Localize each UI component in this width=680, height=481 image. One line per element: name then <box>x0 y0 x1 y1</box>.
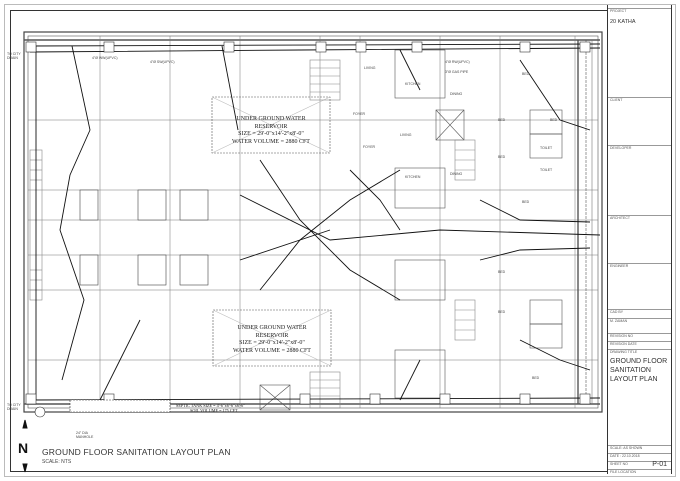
pipe-label: 3"Ø GAS PIPE <box>445 70 469 74</box>
room-label: BED <box>498 270 506 274</box>
room-label: KITCHEN <box>405 175 421 179</box>
reservoir-bottom-label: UNDER GROUND WATER RESERVOIR SIZE = 29'-… <box>213 325 331 355</box>
reservoir-size: SIZE = 29'-0"x14'-2"x8'-0" <box>239 340 305 346</box>
revision-no-label: REVISION NO <box>608 333 671 339</box>
room-label: FOYER <box>353 112 366 116</box>
north-label: N <box>18 440 29 456</box>
reservoir-volume: WATER VOLUME = 2880 CFT <box>233 347 311 354</box>
room-label: BED <box>498 310 506 314</box>
manhole-label: 24" DIA MANHOLE <box>76 431 94 439</box>
drawing-title: GROUND FLOOR SANITATION LAYOUT PLAN <box>42 447 231 457</box>
drawing-sheet <box>4 4 676 477</box>
septic-size: SEPTIC TANK SIZE = 4'-6"x6'-6"x6'-6" <box>176 403 245 408</box>
room-label: BED <box>550 118 558 122</box>
reservoir-title: UNDER GROUND WATER <box>236 116 306 122</box>
project-name: 20 KATHA <box>610 19 636 25</box>
room-label: FOYER <box>363 145 376 149</box>
room-label: BED <box>522 200 530 204</box>
revision-date-label: REVISION DATE <box>608 341 671 347</box>
room-label: BED <box>498 155 506 159</box>
sheet-number: P-01 <box>652 461 667 468</box>
reservoir-title: UNDER GROUND WATER <box>237 325 307 331</box>
drawing-title-label: DRAWING TITLE <box>608 349 671 355</box>
room-label: KITCHEN <box>405 82 421 86</box>
north-arrow-icon <box>22 419 28 473</box>
pipe-label: 4"Ø SW(UPVC) <box>150 60 175 64</box>
reservoir-volume: WATER VOLUME = 2880 CFT <box>232 138 310 145</box>
file-location-label: FILE LOCATION <box>608 469 671 475</box>
sheet-row: SHEET NO P-01 <box>608 461 671 469</box>
septic-tank-label: SEPTIC TANK SIZE = 4'-6"x6'-6"x6'-6" SOI… <box>176 403 245 413</box>
client-label: CLIENT <box>608 97 671 103</box>
title-block: PROJECT 20 KATHA CLIENT DEVELOPER ARCHIT… <box>607 5 672 474</box>
to-city-drain-label: TO CITY DRAIN <box>7 403 21 411</box>
engineer-label: ENGINEER <box>608 263 671 269</box>
room-label: LIVING <box>400 133 412 137</box>
reservoir-size: SIZE = 29'-0"x14'-2"x8'-0" <box>238 131 304 137</box>
cad-by-value: M. ZAMAN <box>608 318 671 324</box>
reservoir-subtitle: RESERVOIR <box>255 332 289 339</box>
drawing-title-value: GROUND FLOOR SANITATION LAYOUT PLAN <box>608 357 671 384</box>
drawing-title-line: GROUND FLOOR <box>610 358 668 365</box>
developer-label: DEVELOPER <box>608 145 671 151</box>
room-label: TOILET <box>540 146 553 150</box>
reservoir-top-label: UNDER GROUND WATER RESERVOIR SIZE = 29'-… <box>212 116 330 146</box>
room-label: LIVING <box>364 66 376 70</box>
architect-label: ARCHITECT <box>608 215 671 221</box>
sheet-label: SHEET NO <box>610 462 628 466</box>
drawing-title-line: SANITATION <box>610 367 651 374</box>
drawing-scale: SCALE: NTS <box>42 459 72 465</box>
to-city-drain-label: TO CITY DRAIN <box>7 52 21 60</box>
reservoir-subtitle: RESERVOIR <box>254 123 288 130</box>
room-label: DINING <box>450 92 463 96</box>
date-value: DATE : 22.10.2018 <box>608 453 671 459</box>
room-label: DINING <box>450 172 463 176</box>
pipe-label: 4"Ø WW(UPVC) <box>92 56 118 60</box>
septic-volume: SOIL VOLUME = 175 CFT <box>190 408 238 413</box>
cad-by-label: CAD BY <box>608 309 671 315</box>
scale-value: SCALE: AS SHOWN <box>608 445 671 451</box>
pipe-label: 4"Ø RW(UPVC) <box>445 60 470 64</box>
room-label: BED <box>498 118 506 122</box>
drawing-title-line: LAYOUT PLAN <box>610 376 658 383</box>
room-label: BED <box>522 72 530 76</box>
room-label: BED <box>532 376 540 380</box>
room-label: TOILET <box>540 168 553 172</box>
project-label: PROJECT <box>608 8 671 14</box>
